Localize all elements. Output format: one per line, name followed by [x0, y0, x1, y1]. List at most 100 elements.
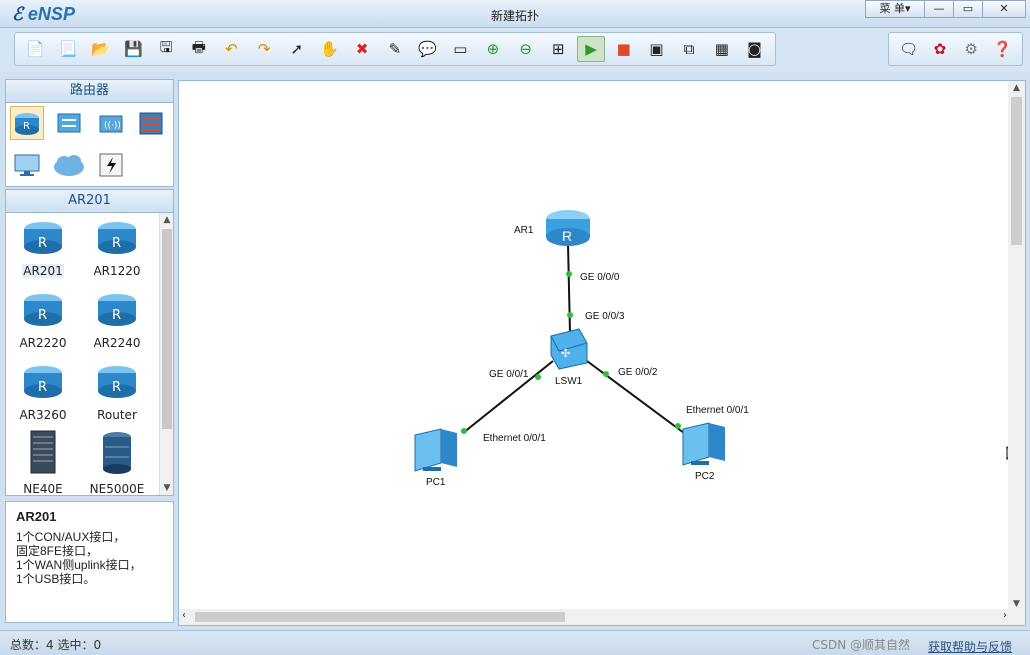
port-label: GE 0/0/1 [489, 369, 529, 380]
help-feedback-link[interactable]: 获取帮助与反馈 [927, 640, 1012, 654]
pan-icon[interactable]: ✋ [320, 40, 339, 58]
svg-text:((·)): ((·)) [104, 121, 121, 131]
node-label-pc2: PC2 [695, 471, 715, 482]
fit-icon[interactable]: ⊞ [552, 40, 565, 58]
scroll-thumb[interactable] [162, 229, 172, 429]
description-line: 1个USB接口。 [16, 572, 96, 586]
device-item-ar1220[interactable]: R AR1220 [80, 219, 154, 278]
screenshot-icon[interactable]: ◙ [747, 40, 762, 58]
save-as-icon[interactable]: 🖫 [159, 37, 173, 56]
watermark: CSDN @顺其自然 [811, 638, 910, 652]
category-wlan-icon[interactable]: ((·)) [94, 106, 128, 140]
description-line: 1个WAN侧uplink接口， [16, 558, 142, 572]
device-label: AR2240 [93, 336, 141, 350]
device-label: Router [97, 408, 137, 422]
save-icon[interactable]: 💾 [124, 40, 143, 58]
topology-view-icon[interactable]: ⧉ [683, 40, 695, 58]
device-item-ar3260[interactable]: R AR3260 [6, 363, 80, 422]
menu-button[interactable]: 菜 单▾ [865, 0, 925, 18]
port-label: Ethernet 0/0/1 [686, 405, 749, 416]
device-description: AR201 1个CON/AUX接口， 固定8FE接口， 1个WAN侧uplink… [5, 501, 174, 623]
main-toolbar-group: 📄 📃 📂 💾 🖫 🖶 ↶ ↷ ➚ ✋ ✖ ✎ 💬 ▭ ⊕ ⊖ ⊞ ▶ ■ ▣ … [14, 32, 776, 66]
device-label: AR201 [22, 264, 64, 278]
help-icon[interactable]: ❓ [993, 40, 1012, 58]
port-label: GE 0/0/0 [580, 272, 620, 283]
link-ar1-lsw1[interactable] [567, 243, 571, 334]
svg-text:R: R [112, 236, 121, 251]
open-icon[interactable]: 📂 [91, 40, 111, 58]
zoom-in-icon[interactable]: ⊕ [486, 40, 500, 58]
scroll-thumb[interactable] [1011, 97, 1022, 245]
scroll-thumb[interactable] [195, 612, 565, 622]
svg-text:R: R [112, 380, 121, 395]
status-summary: 总数：4 选中：0 [10, 638, 102, 652]
undo-icon[interactable]: ↶ [225, 40, 238, 58]
device-item-router[interactable]: R Router [80, 363, 154, 422]
settings-icon[interactable]: ⚙ [964, 40, 978, 58]
new-topology-icon[interactable]: 📄 [26, 40, 45, 58]
port-dot [461, 428, 467, 434]
delete-link-icon[interactable]: ✎ [388, 40, 402, 58]
start-device-icon[interactable]: ▶ [577, 36, 605, 62]
select-icon[interactable]: ➚ [290, 40, 304, 58]
topology-canvas[interactable]: R ✣ AR1 LSW1 PC1 PC2 GE 0/0/0 GE 0/0/3 G… [178, 80, 1026, 626]
category-terminal-icon[interactable] [10, 148, 44, 182]
link-lsw1-pc1[interactable] [462, 360, 554, 434]
feedback-icon[interactable]: 🗨 [899, 40, 919, 58]
description-line: 1个CON/AUX接口， [16, 530, 126, 544]
device-item-ar2220[interactable]: R AR2220 [6, 291, 80, 350]
node-pc2-icon[interactable] [682, 422, 725, 466]
device-item-ne40e[interactable]: NE40E [6, 429, 80, 496]
canvas-vertical-scrollbar[interactable]: ▲ ▼ [1008, 81, 1025, 611]
category-switch-icon[interactable] [52, 106, 86, 140]
device-item-ar2240[interactable]: R AR2240 [80, 291, 154, 350]
node-label-lsw1: LSW1 [555, 376, 583, 387]
stop-device-icon[interactable]: ■ [616, 40, 631, 58]
device-item-ne5000e[interactable]: NE5000E [80, 429, 154, 495]
category-firewall-icon[interactable] [134, 106, 168, 140]
description-title: AR201 [16, 509, 57, 524]
svg-text:R: R [562, 228, 572, 244]
svg-text:R: R [38, 380, 47, 395]
maximize-button[interactable]: ▭ [953, 0, 983, 18]
app-logo: ℰ eNSP [12, 4, 75, 24]
device-label: AR3260 [19, 408, 67, 422]
node-pc1-icon[interactable] [414, 428, 457, 472]
description-line: 固定8FE接口， [16, 544, 99, 558]
category-cloud-icon[interactable] [52, 148, 86, 182]
canvas-horizontal-scrollbar[interactable]: ‹ › [179, 609, 1010, 625]
delete-icon[interactable]: ✖ [355, 40, 369, 58]
minimize-button[interactable]: — [924, 0, 954, 18]
node-ar1-router-icon[interactable]: R [546, 210, 590, 246]
status-bar: 总数：4 选中：0 获取帮助与反馈 CSDN @顺其自然 [0, 630, 1030, 655]
close-button[interactable]: ✕ [982, 0, 1026, 18]
category-router-icon[interactable]: R [10, 106, 44, 140]
device-list-scrollbar[interactable]: ▲ ▼ [159, 213, 173, 495]
toolbar: 📄 📃 📂 💾 🖫 🖶 ↶ ↷ ➚ ✋ ✖ ✎ 💬 ▭ ⊕ ⊖ ⊞ ▶ ■ ▣ … [0, 28, 1030, 72]
device-label: AR2220 [19, 336, 67, 350]
print-icon[interactable]: 🖶 [191, 37, 206, 56]
topology-drawing: R ✣ AR1 LSW1 PC1 PC2 GE 0/0/0 GE 0/0/3 G… [414, 210, 1009, 488]
add-text-icon[interactable]: 💬 [418, 40, 437, 58]
port-dot [567, 312, 573, 318]
device-label: AR1220 [93, 264, 141, 278]
category-other-icon[interactable] [94, 148, 128, 182]
capture-icon[interactable]: ▣ [649, 40, 664, 58]
right-toolbar-group: 🗨 ✿ ⚙ ❓ [888, 32, 1023, 66]
redo-icon[interactable]: ↷ [257, 40, 271, 58]
huawei-icon[interactable]: ✿ [933, 40, 947, 58]
link-lsw1-pc2[interactable] [586, 360, 685, 434]
device-list: R AR201 R AR1220 R AR2220 R AR2240 R AR3… [5, 213, 174, 496]
add-shape-icon[interactable]: ▭ [453, 40, 468, 58]
zoom-out-icon[interactable]: ⊖ [519, 40, 532, 58]
grid-icon[interactable]: ▦ [714, 40, 729, 58]
device-panel: 路由器 R ((·)) AR201 R AR201 R AR122 [5, 79, 174, 625]
port-label: Ethernet 0/0/1 [483, 433, 546, 444]
node-lsw1-switch-icon[interactable]: ✣ [550, 328, 588, 370]
new-example-icon[interactable]: 📃 [58, 40, 78, 58]
device-item-ar201[interactable]: R AR201 [6, 219, 80, 278]
title-bar: ℰ eNSP 新建拓扑 菜 单▾ — ▭ ✕ [0, 0, 1030, 28]
device-label: NE40E [23, 482, 63, 496]
svg-text:R: R [112, 308, 121, 323]
svg-text:R: R [38, 308, 47, 323]
